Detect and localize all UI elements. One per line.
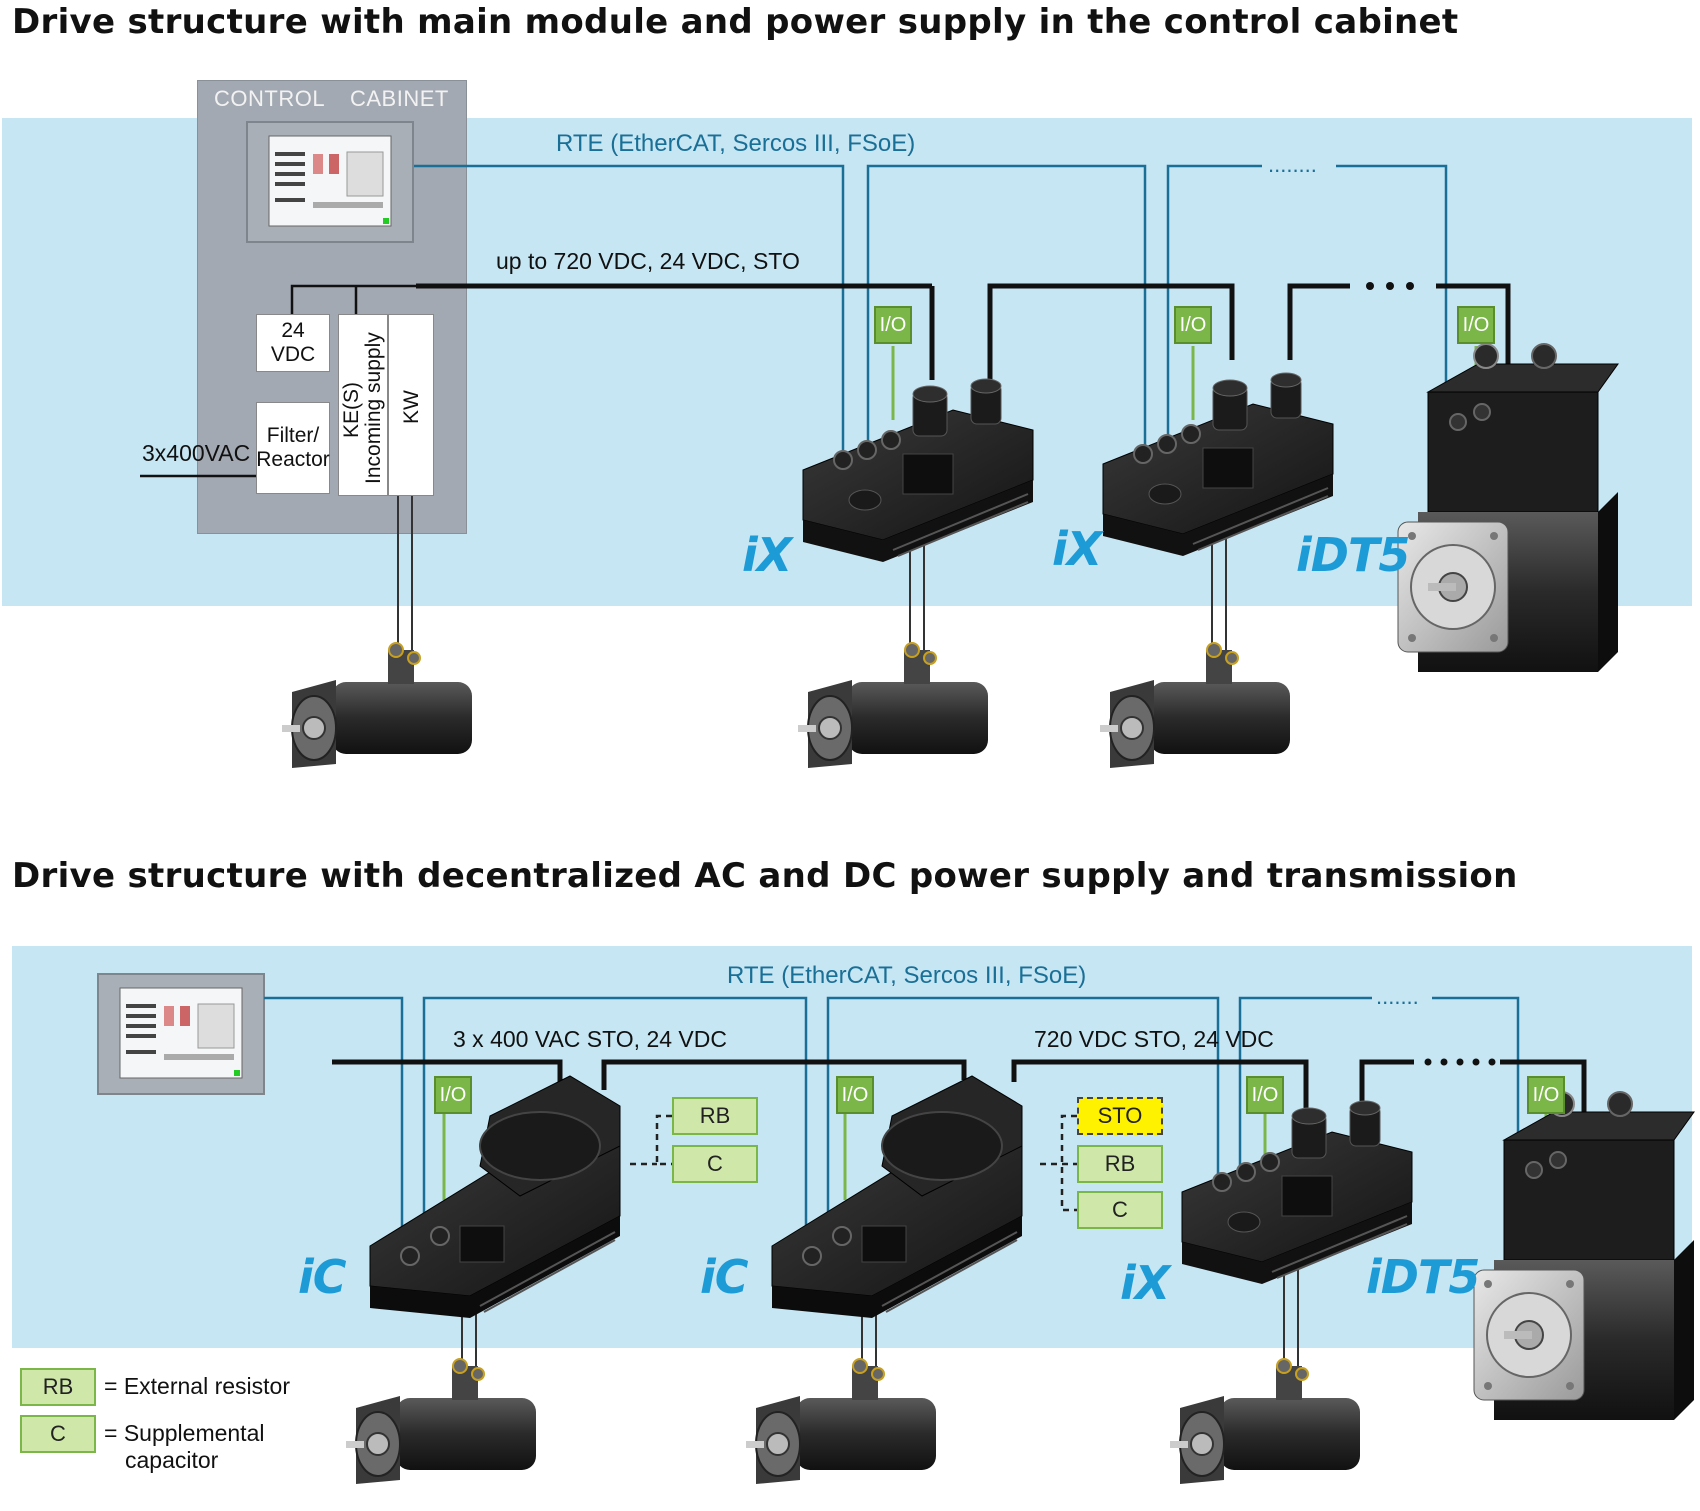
top-drive-idt5-label: iDT5 <box>1296 528 1410 582</box>
bottom-dc-dots <box>1424 1058 1496 1066</box>
bottom-drive-idt5-label: iDT5 <box>1366 1250 1480 1304</box>
bottom-motor-3 <box>1169 1358 1361 1485</box>
legend-rb-key: RB <box>20 1368 96 1406</box>
cabinet-label-cabinet: CABINET <box>350 86 449 111</box>
legend-c-text-1: = Supplemental <box>104 1420 265 1446</box>
filter-label: Filter/ <box>266 424 320 447</box>
bottom-dc-bus-label: 720 VDC STO, 24 VDC <box>1034 1026 1274 1052</box>
bottom-drive-ix-label: iX <box>1120 1256 1170 1310</box>
title-bottom: Drive structure with decentralized AC an… <box>12 856 1518 896</box>
top-hmi-panel <box>246 121 414 243</box>
top-drive-ix-1-label: iX <box>742 528 792 582</box>
option-rb-2: RB <box>1077 1145 1163 1183</box>
box-24vdc: 24 VDC <box>256 314 330 372</box>
bottom-power-bus <box>332 1059 1587 1120</box>
top-drive-idt5 <box>1397 343 1619 673</box>
bottom-io-box-1: I/O <box>434 1076 472 1114</box>
cabinet-label-control: CONTROL <box>214 86 326 111</box>
box-24vdc-label: 24 VDC <box>270 319 316 366</box>
option-rb-1: RB <box>672 1097 758 1135</box>
title-top: Drive structure with main module and pow… <box>12 2 1459 42</box>
top-rte-label: RTE (EtherCAT, Sercos III, FSoE) <box>556 130 916 157</box>
top-motor-3 <box>1099 642 1291 769</box>
option-c-1: C <box>672 1145 758 1183</box>
top-cabinet-feeds <box>140 284 416 478</box>
bottom-ac-bus-label: 3 x 400 VAC STO, 24 VDC <box>453 1026 727 1052</box>
bottom-drive-ic-2-label: iC <box>700 1250 749 1304</box>
bottom-rte-label: RTE (EtherCAT, Sercos III, FSoE) <box>727 962 1087 989</box>
bottom-io-box-4: I/O <box>1527 1076 1565 1114</box>
box-incoming-supply <box>338 314 388 496</box>
option-sto: STO <box>1077 1097 1163 1135</box>
legend-c-text-2: capacitor <box>125 1447 219 1473</box>
legend-c-key: C <box>20 1415 96 1453</box>
bottom-option-links <box>630 1114 1077 1212</box>
bottom-drive-ic-2 <box>771 1075 1023 1319</box>
top-drive-ix-1 <box>802 378 1034 563</box>
bottom-io-box-3: I/O <box>1246 1076 1284 1114</box>
incoming-supply-label: Incoming supply <box>362 332 385 484</box>
kes-label: KE(S) <box>340 381 363 438</box>
bottom-hmi-panel <box>97 973 265 1095</box>
top-motor-2 <box>797 642 989 769</box>
top-io-box-1: I/O <box>874 306 912 344</box>
kw-label: KW <box>400 390 423 424</box>
bottom-rte-lines <box>264 996 1520 1240</box>
top-dc-bus <box>416 283 1511 380</box>
top-motor-1 <box>281 642 473 769</box>
top-rte-dots: ........ <box>1268 152 1317 177</box>
top-io-box-2: I/O <box>1174 306 1212 344</box>
top-rte-lines <box>414 164 1448 462</box>
top-dc-bus-label: up to 720 VDC, 24 VDC, STO <box>496 248 800 274</box>
bottom-motor-2 <box>745 1358 937 1485</box>
bottom-drive-ic-1-label: iC <box>298 1250 347 1304</box>
option-c-2: C <box>1077 1191 1163 1229</box>
bottom-rte-dots: ....... <box>1376 984 1419 1009</box>
box-kw <box>388 314 434 496</box>
bottom-motor-1 <box>345 1358 537 1485</box>
top-io-box-3: I/O <box>1457 306 1495 344</box>
bottom-drive-idt5 <box>1473 1091 1695 1421</box>
bottom-io-box-2: I/O <box>836 1076 874 1114</box>
box-filter-reactor: Filter/ Reactor <box>256 402 330 494</box>
top-drive-ix-2-label: iX <box>1052 522 1102 576</box>
ac-input-label: 3x400VAC <box>142 440 251 466</box>
legend-rb-text: = External resistor <box>104 1373 290 1399</box>
top-dc-dots <box>1366 282 1414 290</box>
bottom-drive-ic-1 <box>369 1075 621 1319</box>
reactor-label: Reactor <box>256 448 330 471</box>
